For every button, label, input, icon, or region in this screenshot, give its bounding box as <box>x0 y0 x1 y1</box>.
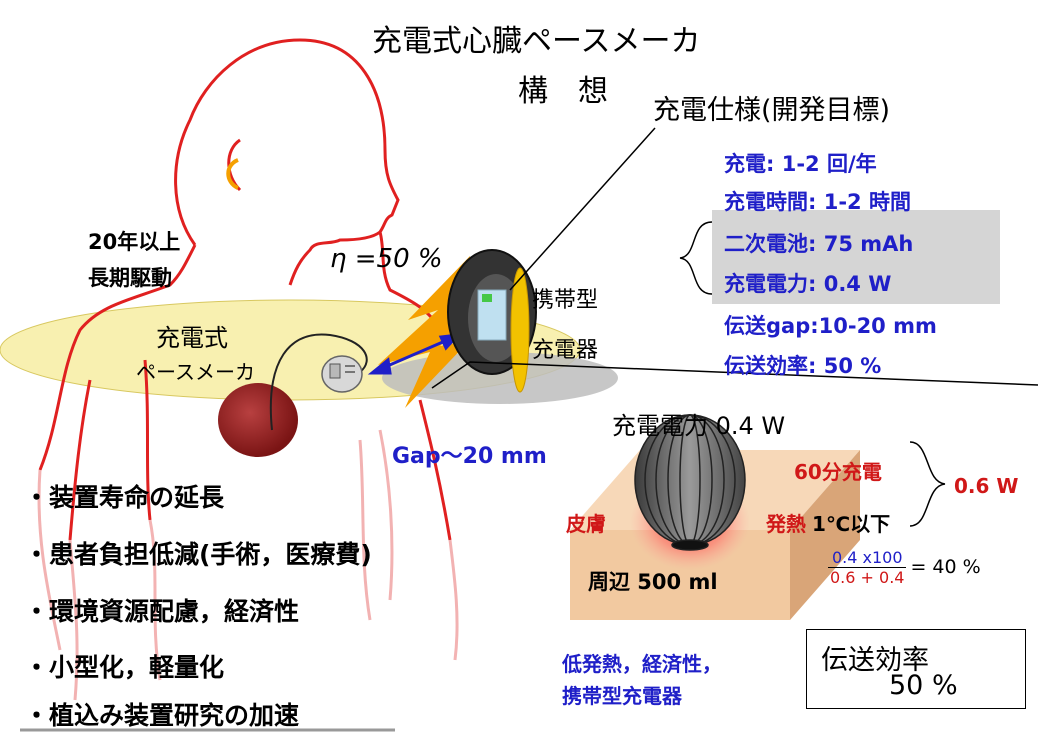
pacemaker-label-1: 充電式 <box>156 324 228 352</box>
heart-icon <box>218 383 298 457</box>
benefit-item: ・患者負担低減(手術，医療費) <box>24 540 372 569</box>
efficiency-box: 伝送効率 50 % <box>806 629 1026 709</box>
lead-wire <box>269 333 368 431</box>
heat-value-label: 1℃以下 <box>812 512 891 536</box>
benefit-item: ・植込み装置研究の加速 <box>24 701 300 730</box>
benefit-item: ・小型化，軽量化 <box>24 653 225 682</box>
spec-item-battery: 二次電池: 75 mAh <box>724 232 914 256</box>
charger-device-icon <box>447 249 537 393</box>
thermal-callout-line <box>431 361 1038 389</box>
spec-item-transfer-efficiency: 伝送効率: 50 % <box>724 354 882 378</box>
energy-transfer-arrow <box>378 256 500 408</box>
spec-item-transfer-gap: 伝送gap:10-20 mm <box>724 314 937 338</box>
charger-label-2: 充電器 <box>532 338 599 363</box>
thermal-brace <box>909 441 946 527</box>
heat-label: 発熱 <box>766 512 806 536</box>
gap-label: Gap～20 mm <box>392 444 547 469</box>
pacemaker-device-icon <box>321 355 363 393</box>
features-label-1: 低発熱，経済性， <box>562 652 722 676</box>
efficiency-eta-label: η =50 % <box>330 244 443 274</box>
thermal-power-label: 充電電力 0.4 W <box>612 412 786 440</box>
spec-item-charge-time: 充電時間: 1-2 時間 <box>724 190 911 214</box>
spec-brace <box>679 221 713 295</box>
charger-label-1: 携帯型 <box>532 288 599 313</box>
total-power-label: 0.6 W <box>954 474 1019 498</box>
diagram-title: 充電式心臓ペースメーカ <box>372 24 701 59</box>
efficiency-box-label: 伝送効率 <box>821 645 929 676</box>
frac-result: = 40 % <box>910 556 981 578</box>
sixty-min-charge-label: 60分充電 <box>794 460 882 484</box>
surround-volume-label: 周辺 500 ml <box>588 570 718 594</box>
spec-item-charge-frequency: 充電: 1-2 回/年 <box>724 152 877 176</box>
features-label-2: 携帯型充電器 <box>562 684 682 708</box>
spec-highlight-box <box>712 210 1000 304</box>
spec-heading: 充電仕様(開発目標) <box>653 95 891 126</box>
long-term-label-1: 20年以上 <box>88 230 181 254</box>
long-term-label-2: 長期駆動 <box>88 266 172 290</box>
ear-icon <box>226 158 240 190</box>
pacemaker-label-2: ペースメーカ <box>136 360 255 384</box>
skin-label: 皮膚 <box>566 512 606 536</box>
diagram-subtitle: 構 想 <box>518 74 608 109</box>
benefit-item: ・環境資源配慮，経済性 <box>24 597 300 626</box>
frac-denominator: 0.6 + 0.4 <box>830 568 905 587</box>
lower-body-outline <box>37 429 459 701</box>
charging-coil-icon <box>634 414 746 551</box>
frac-numerator: 0.4 x100 <box>828 548 907 568</box>
benefit-item: ・装置寿命の延長 <box>24 483 225 512</box>
efficiency-calculation: 0.4 x100 0.6 + 0.4 = 40 % <box>828 548 981 587</box>
spec-callout-line <box>509 127 656 291</box>
spec-item-charge-power: 充電電力: 0.4 W <box>724 272 892 296</box>
efficiency-box-value: 50 % <box>889 670 958 701</box>
